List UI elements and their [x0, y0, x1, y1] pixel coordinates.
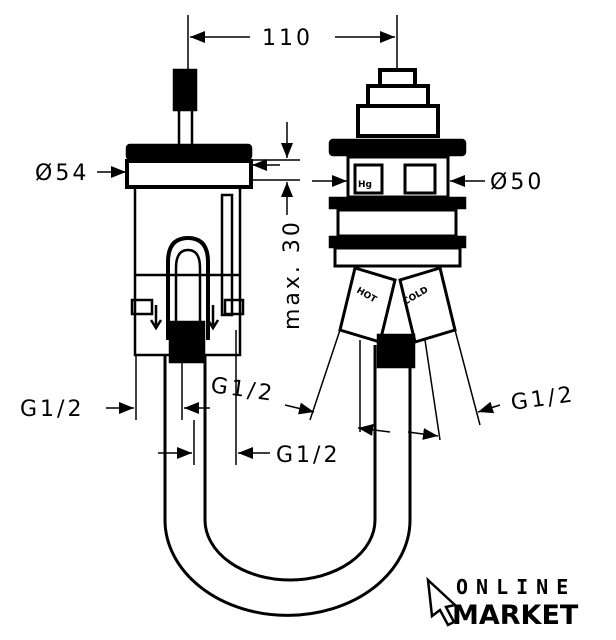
hot-label: HOT: [355, 286, 379, 306]
logo-line-2: MARKET: [452, 600, 579, 631]
dim-110: 110: [262, 26, 313, 51]
dim-max-30: max. 30: [280, 219, 305, 330]
dim-thread-center: G1/2: [276, 443, 340, 468]
cold-label: COLD: [402, 285, 431, 307]
logo-line-1: ONLINE: [456, 575, 576, 599]
left-valve-body: [125, 68, 253, 364]
hose-inner: [203, 345, 377, 582]
marker-label: Hg: [358, 180, 372, 190]
dim-thread-left-inner: G1/2: [209, 373, 276, 407]
hose-outer: [163, 345, 412, 617]
dim-thread-right: G1/2: [509, 382, 576, 416]
dim-diameter-54: Ø54: [35, 161, 89, 186]
dim-diameter-50: Ø50: [490, 170, 544, 195]
dimension-lines: [97, 15, 501, 465]
right-cartridge: [328, 68, 467, 369]
logo-cursor-icon: [426, 576, 458, 627]
dim-thread-left-outer: G1/2: [20, 397, 84, 422]
